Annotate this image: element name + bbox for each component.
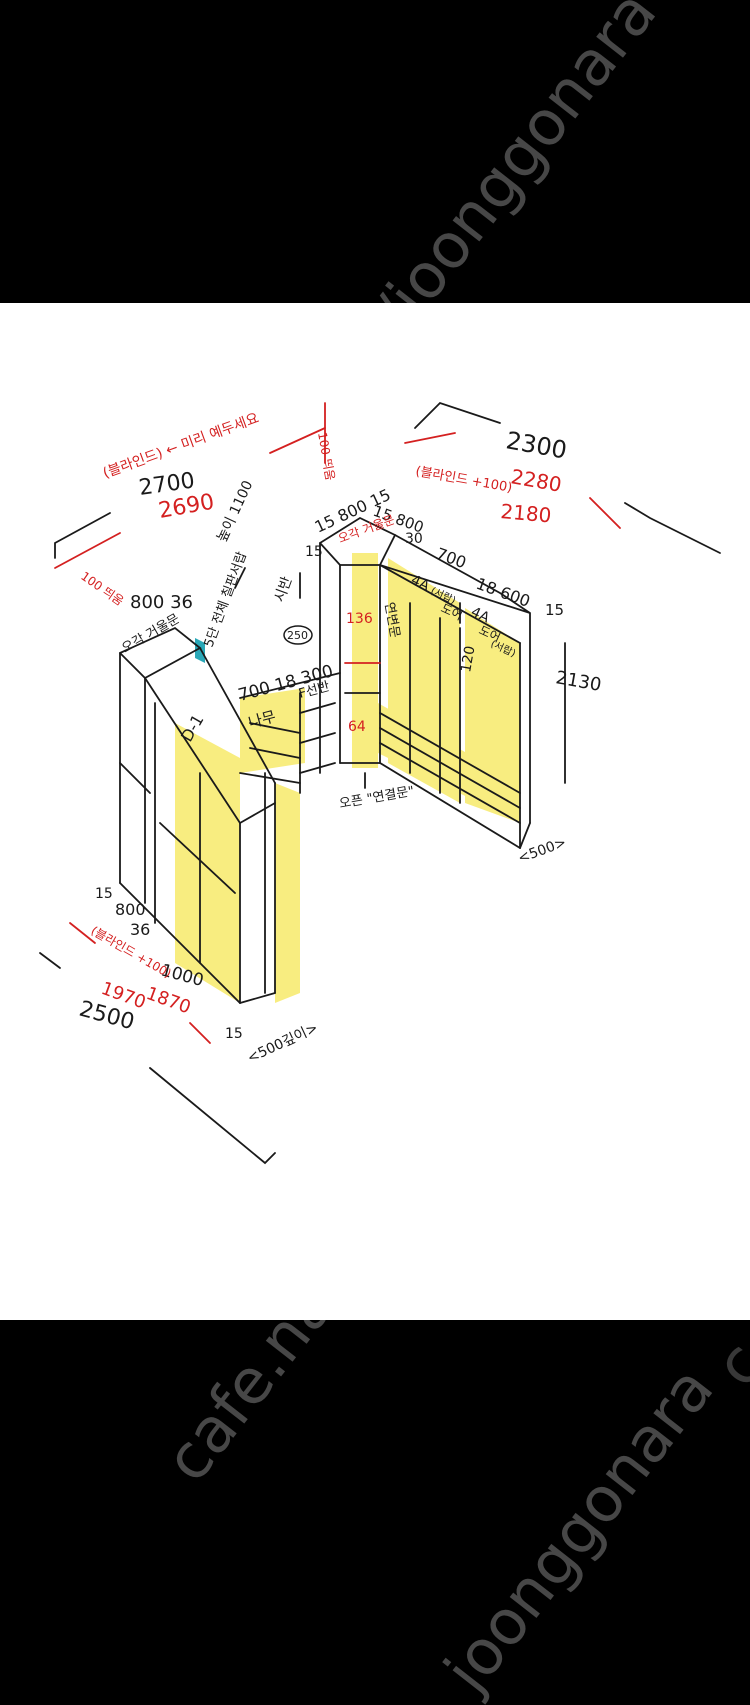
dim-30: 30 xyxy=(405,531,423,547)
shelf-250: 250 xyxy=(287,629,308,642)
vertical-text: 연변문 xyxy=(381,601,402,639)
bl-800: 800 xyxy=(115,900,146,919)
dim-136: 136 xyxy=(346,611,373,627)
label-4a-2: 4A xyxy=(468,604,492,626)
circle-250 xyxy=(283,625,313,645)
left-gap: 100 띄움 xyxy=(78,569,126,608)
bl-15: 15 xyxy=(95,886,113,902)
dim-64: 64 xyxy=(348,719,366,735)
dim-15-left: 15 xyxy=(305,544,323,560)
right-blind: (블라인드 +100) xyxy=(414,464,513,496)
ink-lines xyxy=(39,401,721,1165)
left-box-label: 오각 거울문 xyxy=(120,611,183,656)
bl-500: <500깊이> xyxy=(245,1020,321,1067)
top-gap: 100 띄움 xyxy=(315,431,337,482)
height-note: 높이 1100 xyxy=(214,478,256,544)
dim-15-right: 15 xyxy=(545,601,564,619)
furniture-sketch: 2700 800 36 오각 거울문 높이 1100 5단 전체 칠판서랍 시반… xyxy=(39,401,721,1165)
bottom-black-bar xyxy=(0,1320,750,1624)
yellow-highlights xyxy=(175,553,520,1003)
top-black-bar xyxy=(0,0,750,303)
bl-15b: 15 xyxy=(225,1026,243,1042)
dim-700: 700 xyxy=(434,544,469,572)
bl-36: 36 xyxy=(130,920,150,939)
dim-2130: 2130 xyxy=(554,667,603,696)
dim-2180: 2180 xyxy=(500,499,553,527)
dim-2280: 2280 xyxy=(509,464,563,496)
bl-1870: 1870 xyxy=(143,983,193,1018)
red-lines xyxy=(54,402,621,1044)
left-top-dims: 800 36 xyxy=(130,592,193,613)
label-4a-1: 4A xyxy=(408,572,432,594)
open-note: 오픈 "연결문" xyxy=(338,784,415,812)
sketch-canvas: 2700 800 36 오각 거울문 높이 1100 5단 전체 칠판서랍 시반… xyxy=(0,303,750,1320)
five-tier-note: 5단 전체 칠판서랍 xyxy=(202,550,250,649)
teal-marker xyxy=(195,638,205,663)
dim-2300: 2300 xyxy=(504,426,569,464)
shelf-note: 시반 xyxy=(272,575,296,605)
dim-120: 120 xyxy=(458,645,478,674)
